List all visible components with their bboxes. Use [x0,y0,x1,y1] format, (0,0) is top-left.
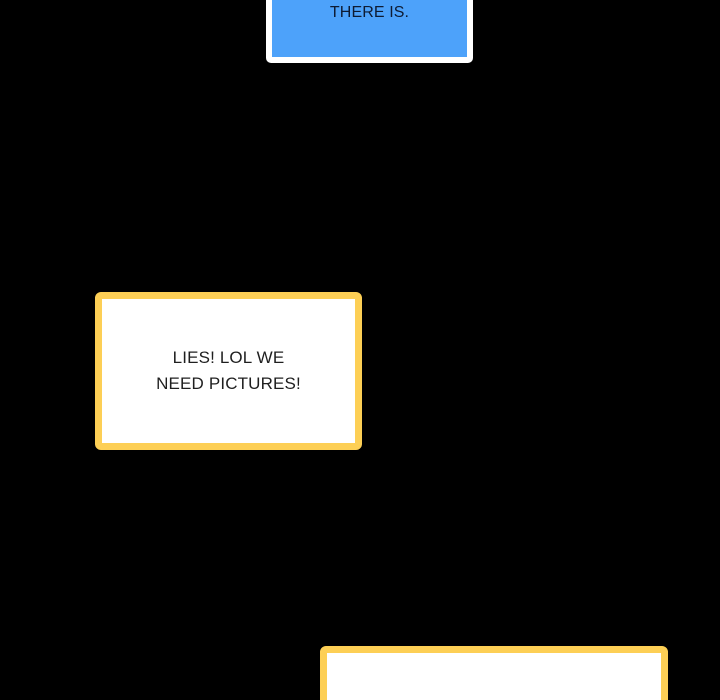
top-blue-card[interactable]: THERE IS. [266,0,473,63]
middle-white-card[interactable]: LIES! LOL WE NEED PICTURES! [95,292,362,450]
middle-white-card-text: LIES! LOL WE NEED PICTURES! [156,348,301,393]
top-blue-card-text: THERE IS. [329,3,410,21]
bottom-white-card[interactable] [320,646,668,700]
